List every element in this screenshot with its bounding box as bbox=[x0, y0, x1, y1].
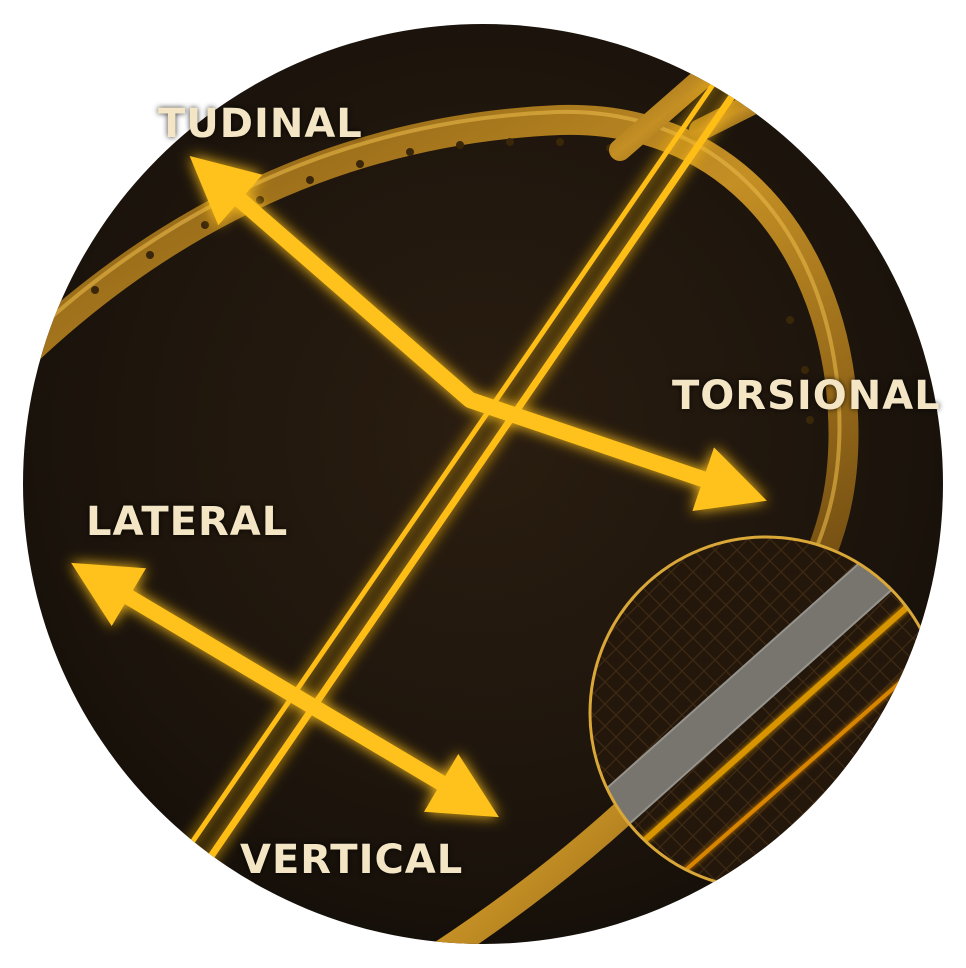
vertical-label: VERTICAL bbox=[240, 840, 463, 880]
torsional-label: TORSIONAL bbox=[672, 376, 941, 416]
lateral-label: LATERAL bbox=[86, 502, 288, 542]
longitudinal-label: TUDINAL bbox=[158, 104, 363, 144]
